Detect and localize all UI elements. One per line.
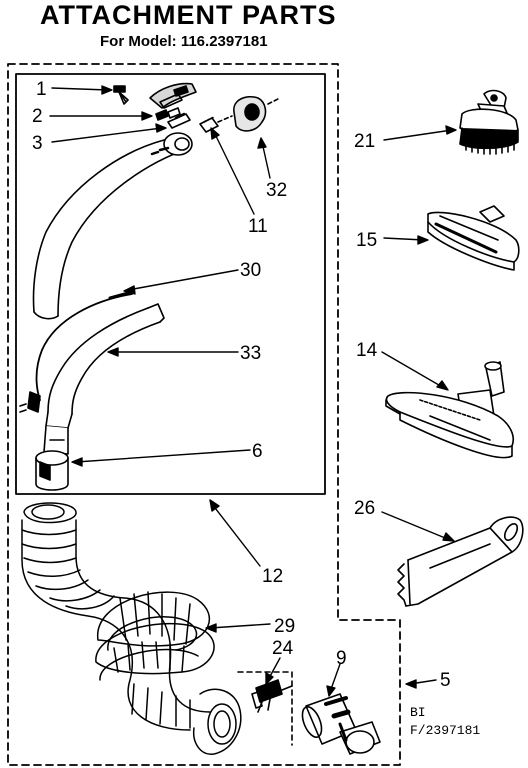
callout-14: 14 [356,340,378,361]
part-9-swivel [301,693,381,755]
callout-1: 1 [36,79,47,100]
callout-2: 2 [32,106,43,127]
callout-11: 11 [248,216,268,237]
part-29-hose [21,502,242,755]
callout-9: 9 [336,648,347,669]
model-subtitle: For Model: 116.2397181 [100,33,268,50]
stamp-line-1: BI [410,705,426,720]
part-15-upholstery [427,205,520,271]
part-21-brush [459,89,519,155]
part-11-clip [199,116,219,133]
callout-15: 15 [356,230,377,251]
outer-dashed-border [7,63,401,766]
inner-wand-box [15,73,326,495]
small-dashed-box [237,671,293,746]
part-1-screw [113,85,129,105]
part-14-floor-brush [385,361,514,459]
curved-wand-upper [32,132,193,320]
callout-26: 26 [354,498,375,519]
callout-12: 12 [262,566,283,587]
callout-29: 29 [274,616,295,637]
part-2-clip [155,107,181,121]
callout-labels: 1 2 3 32 11 30 33 6 12 21 15 14 26 29 24… [32,79,480,738]
part-32-cuff [217,96,281,132]
part-30-wire [19,290,134,413]
part-6-collar [35,450,69,491]
callout-21: 21 [354,131,375,152]
callout-32: 32 [266,180,287,201]
callout-6: 6 [252,441,263,462]
callout-3: 3 [32,133,43,154]
callout-33: 33 [240,343,261,364]
part-26-crevice [397,516,524,607]
part-24-connector [251,679,293,713]
page-title: ATTACHMENT PARTS [40,0,337,30]
handle-grip-top [149,82,197,109]
stamp-line-2: F/2397181 [410,723,480,738]
callout-30: 30 [240,260,261,281]
callout-leaders [49,85,457,697]
callout-5: 5 [440,670,451,691]
part-3-switch [167,112,191,129]
part-33-lower-wand [43,303,165,455]
callout-24: 24 [272,638,294,659]
